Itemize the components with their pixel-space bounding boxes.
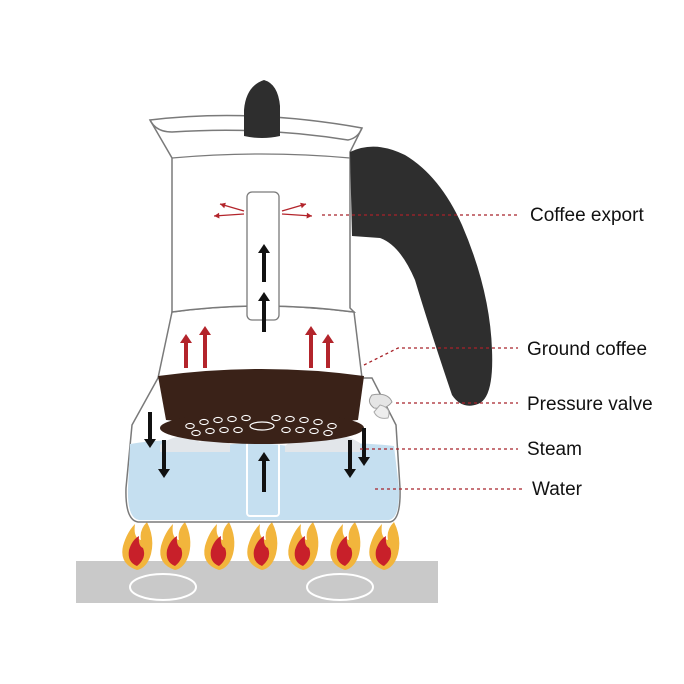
arrow-down-icon xyxy=(344,440,356,478)
filter-hole xyxy=(271,414,281,422)
filter-hole xyxy=(309,427,319,435)
arrow-up-red-icon xyxy=(180,334,192,368)
filter-hole xyxy=(327,422,337,430)
arrow-out-icon xyxy=(213,212,245,219)
arrow-head xyxy=(306,212,312,219)
arrow-down-icon xyxy=(158,440,170,478)
lid-line xyxy=(171,153,351,159)
flame-inner xyxy=(294,536,311,566)
arrow-up-icon xyxy=(258,244,270,282)
arrow-out-icon xyxy=(281,212,313,219)
flame-icon xyxy=(369,522,400,570)
arrow-head xyxy=(258,244,270,253)
flame-icon xyxy=(122,522,153,570)
arrow-up-red-icon xyxy=(322,334,334,368)
label-water: Water xyxy=(532,479,582,500)
flow-arrows xyxy=(144,202,370,492)
ground-coffee xyxy=(158,369,364,425)
filter-plate xyxy=(160,412,364,444)
flame-inner xyxy=(166,536,183,566)
filter-hole xyxy=(299,416,309,424)
arrow-head xyxy=(220,202,226,209)
arrow-head xyxy=(258,452,270,461)
arrow-head xyxy=(214,212,220,219)
arrow-down-icon xyxy=(358,428,370,466)
arrow-head xyxy=(300,202,306,209)
arrow-head xyxy=(358,457,370,466)
filter-holes xyxy=(185,414,337,437)
filter-hole xyxy=(313,418,323,426)
burner-flames xyxy=(122,522,400,570)
filter-hole xyxy=(191,429,201,437)
filter-basket xyxy=(157,305,393,444)
filter-hole xyxy=(241,414,251,422)
flame-icon xyxy=(160,522,191,570)
filter-hole xyxy=(281,426,291,434)
filter-hole xyxy=(323,429,333,437)
filter-hole xyxy=(185,422,195,430)
burner-ring-left xyxy=(129,573,197,601)
filter-hole xyxy=(199,418,209,426)
handle xyxy=(350,146,493,406)
lid-knob xyxy=(244,80,280,138)
arrow-head xyxy=(144,439,156,448)
upper-chamber xyxy=(148,80,364,321)
flame-icon xyxy=(204,522,235,570)
flame-icon xyxy=(247,522,278,570)
arrow-head xyxy=(158,469,170,478)
arrow-head xyxy=(180,334,192,343)
filter-hole xyxy=(285,415,295,423)
arrow-out-icon xyxy=(281,202,307,212)
arrow-up-red-icon xyxy=(199,326,211,368)
burner-ring-right xyxy=(306,573,374,601)
arrow-head xyxy=(305,326,317,335)
arrow-up-icon xyxy=(258,452,270,492)
filter-hole xyxy=(233,426,243,434)
label-coffee-export: Coffee export xyxy=(530,205,644,226)
flame-icon xyxy=(288,522,319,570)
label-steam: Steam xyxy=(527,439,582,460)
flame-inner xyxy=(336,536,353,566)
leader-ground-coffee xyxy=(363,347,518,366)
flame-inner xyxy=(210,536,227,566)
filter-hole xyxy=(205,427,215,435)
filter-hole xyxy=(295,426,305,434)
label-ground-coffee: Ground coffee xyxy=(527,339,648,360)
arrow-head xyxy=(199,326,211,335)
arrow-head xyxy=(344,469,356,478)
flame-inner xyxy=(128,536,145,566)
pressure-valve-puff xyxy=(373,404,390,419)
arrow-up-red-icon xyxy=(305,326,317,368)
arrow-out-icon xyxy=(219,202,245,212)
filter-hole xyxy=(213,416,223,424)
label-pressure-valve: Pressure valve xyxy=(527,394,653,415)
leader-lines xyxy=(322,214,522,490)
arrow-up-icon xyxy=(258,292,270,332)
flame-icon xyxy=(330,522,361,570)
flame-inner xyxy=(375,536,392,566)
arrow-down-icon xyxy=(144,412,156,448)
filter-center xyxy=(249,421,275,431)
filter-hole xyxy=(219,426,229,434)
flame-inner xyxy=(253,536,270,566)
arrow-head xyxy=(322,334,334,343)
arrow-head xyxy=(258,292,270,301)
filter-hole xyxy=(227,415,237,423)
